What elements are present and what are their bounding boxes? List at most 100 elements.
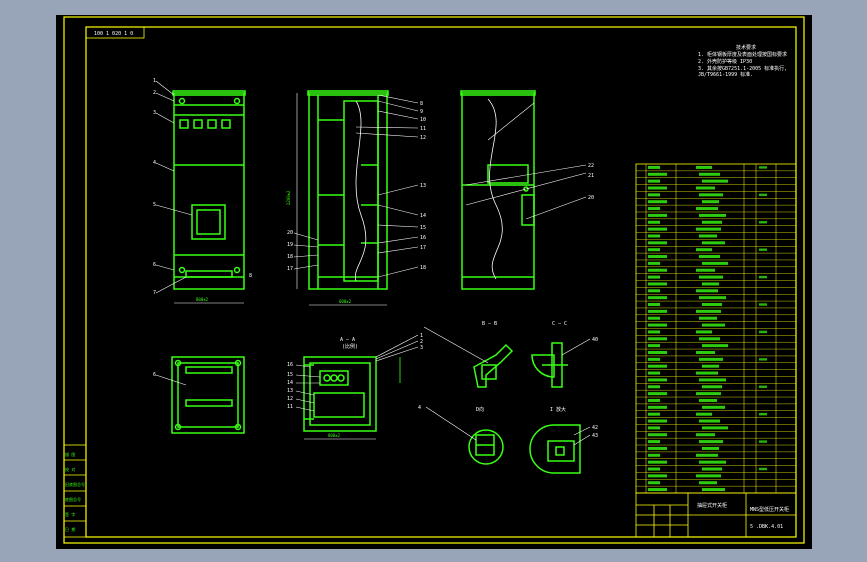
bom-row	[648, 186, 715, 190]
svg-text:11: 11	[287, 404, 293, 410]
section-aa-balloons: 1 2 3 16 15 14 13 12 11	[287, 333, 423, 410]
svg-text:14: 14	[287, 380, 293, 386]
svg-text:15: 15	[287, 372, 293, 378]
bom-row	[648, 392, 721, 396]
side-width-dim: 600±2	[339, 299, 352, 304]
side-height-dim: 2200±2	[286, 190, 291, 205]
bom-row	[648, 433, 715, 437]
bom-row	[648, 357, 767, 361]
drawing-canvas: 100 1 020 1 0 技术要求 1. 柜体钢板厚度及表面处理按国标要求 2…	[63, 16, 805, 544]
title-number: 5 .DBK.4.01	[750, 524, 783, 530]
tech-notes: 技术要求 1. 柜体钢板厚度及表面处理按国标要求 2. 外壳防护等级 IP30 …	[698, 44, 787, 78]
section-bb-view	[473, 343, 514, 388]
svg-text:6: 6	[153, 262, 156, 268]
bom-row	[648, 275, 767, 279]
bom-row	[648, 165, 767, 169]
bom-row	[648, 309, 721, 313]
title-block	[635, 492, 797, 538]
bom-row	[648, 268, 715, 272]
svg-text:16: 16	[287, 362, 293, 368]
bom-row	[648, 474, 721, 478]
svg-text:22: 22	[588, 163, 594, 169]
rear-view-break-line	[487, 98, 503, 280]
bom-row	[648, 220, 767, 224]
bom-row	[648, 378, 726, 382]
bom-row	[648, 289, 718, 293]
svg-text:21: 21	[588, 173, 594, 179]
strip-label-3: 旧底图总号	[65, 481, 85, 487]
cad-viewport[interactable]: 100 1 020 1 0 技术要求 1. 柜体钢板厚度及表面处理按国标要求 2…	[56, 15, 812, 549]
detail-i-balloon-2: 43	[592, 433, 598, 439]
section-cc-balloon: 40	[592, 337, 598, 343]
bom-row	[648, 303, 767, 307]
bom-row	[648, 323, 725, 327]
side-view-leaders	[293, 93, 419, 306]
detail-d-label: D向	[476, 406, 484, 413]
svg-text:12: 12	[420, 135, 426, 141]
bom-table	[635, 163, 797, 494]
bom-row	[648, 405, 725, 409]
svg-text:9: 9	[420, 109, 423, 115]
svg-text:15: 15	[420, 225, 426, 231]
svg-text:12: 12	[287, 396, 293, 402]
section-cc-leader	[561, 338, 591, 356]
sheet-border-inner	[85, 26, 797, 538]
front-view-leaders	[155, 80, 244, 304]
svg-text:1: 1	[420, 333, 423, 339]
bom-row	[648, 227, 721, 231]
svg-text:18: 18	[287, 254, 293, 260]
bom-row	[648, 419, 720, 423]
bom-row	[648, 213, 726, 217]
bom-row	[648, 385, 767, 389]
strip-label-4: 底图总号	[65, 496, 81, 502]
side-view-balloons: 8 9 10 11 12 13 14 15 16 17 18 20 19 18 …	[287, 101, 426, 272]
bom-row	[648, 412, 767, 416]
section-aa-view	[303, 356, 377, 432]
bom-row	[648, 193, 767, 197]
bom-row	[648, 330, 767, 334]
bom-row	[648, 344, 728, 348]
rear-view-balloons: 22 21 20	[588, 163, 594, 201]
svg-text:11: 11	[420, 126, 426, 132]
section-aa-label: A — A	[340, 337, 355, 343]
svg-text:1: 1	[153, 78, 156, 84]
sheet-border-outer	[63, 16, 805, 544]
drawing-id-tag-box	[85, 26, 145, 39]
svg-text:13: 13	[287, 388, 293, 394]
bom-row	[648, 296, 726, 300]
left-approval-strip	[63, 444, 87, 538]
strip-label-1: 描 图	[65, 451, 75, 457]
section-aa-leaders	[295, 334, 419, 440]
svg-text:2: 2	[420, 339, 423, 345]
bom-row	[648, 350, 715, 354]
svg-text:20: 20	[588, 195, 594, 201]
tech-notes-title: 技术要求	[736, 44, 756, 51]
bom-row	[648, 200, 719, 204]
svg-text:17: 17	[287, 266, 293, 272]
svg-text:3: 3	[420, 345, 423, 351]
svg-text:8: 8	[420, 101, 423, 107]
svg-text:17: 17	[420, 245, 426, 251]
detail-d-leader	[425, 406, 477, 441]
strip-label-6: 日 期	[65, 526, 75, 532]
tech-note-4: JB/T9661-1999 标准.	[698, 71, 753, 78]
bom-row	[648, 467, 767, 471]
bom-row	[648, 446, 719, 450]
rear-view-leaders	[465, 102, 587, 220]
tech-note-3: 3. 其余按GB7251.1-2005 标准执行,	[698, 65, 787, 72]
svg-text:13: 13	[420, 183, 426, 189]
bom-row	[648, 426, 728, 430]
detail-i-view	[529, 424, 581, 474]
rear-view	[460, 90, 536, 290]
detail-i-balloon-1: 42	[592, 425, 598, 431]
section-bb-label: B — B	[482, 321, 497, 327]
title-project: MNS型低压开关柜	[750, 506, 789, 513]
bom-row	[648, 234, 717, 238]
detail-d-balloon: 4	[418, 405, 421, 411]
bom-row	[648, 172, 720, 176]
section-bb-leader	[423, 326, 489, 364]
section-cc-label: C — C	[552, 321, 567, 327]
svg-text:20: 20	[287, 230, 293, 236]
bom-row	[648, 398, 717, 402]
svg-text:14: 14	[420, 213, 426, 219]
